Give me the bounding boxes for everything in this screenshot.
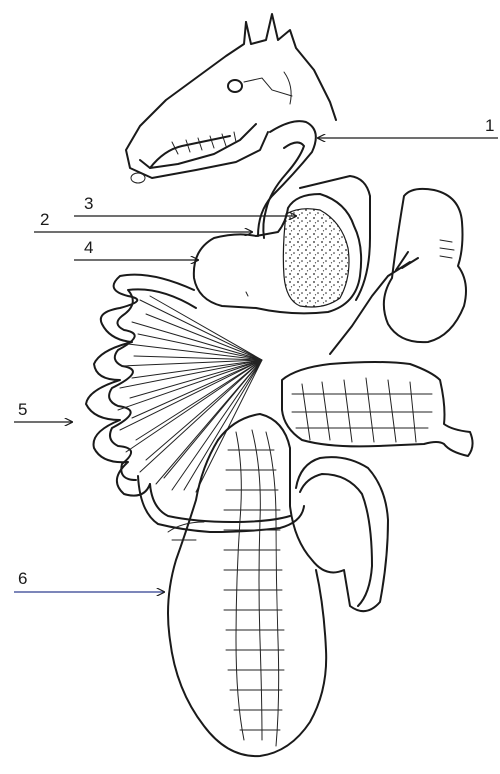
label-3: 3: [84, 194, 93, 214]
label-1: 1: [485, 116, 494, 136]
liver: [384, 189, 466, 342]
caecum: [168, 414, 388, 756]
label-2: 2: [40, 210, 49, 230]
small-intestine: [86, 275, 304, 532]
stomach: [194, 176, 370, 313]
horse-head: [126, 14, 336, 183]
label-5: 5: [18, 400, 27, 420]
label-4: 4: [84, 238, 93, 258]
large-colon: [282, 362, 473, 456]
label-6: 6: [18, 569, 27, 589]
